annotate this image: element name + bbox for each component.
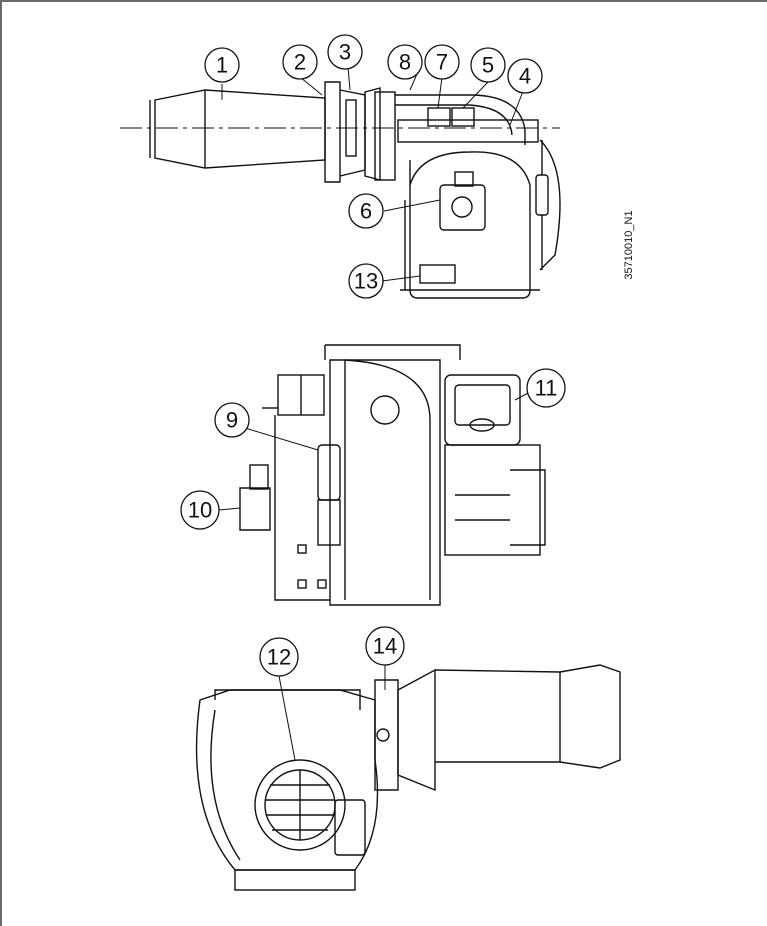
burner-housing: [329, 359, 441, 606]
hydraulic-block: [274, 415, 330, 601]
callout-3: 3: [339, 40, 351, 65]
callout-circle-1: [204, 47, 240, 83]
callout-numbers: 1 2 3 8 7 5 4 6 13 9 10 11 12 14: [188, 40, 558, 670]
callout-circle-5: [470, 47, 506, 83]
callout-circle-12: [259, 637, 299, 677]
callout-13: 13: [354, 269, 378, 294]
oil-pump: [439, 184, 486, 231]
lifting-handle: [324, 344, 461, 360]
callout-circle-8: [387, 44, 423, 80]
callout-11: 11: [535, 376, 558, 401]
fan-housing: [409, 151, 531, 299]
drawing-code: 35710010_N1: [623, 210, 635, 279]
callout-7: 7: [436, 50, 448, 75]
valve-block: [397, 119, 539, 143]
callout-circle-7: [424, 44, 460, 80]
rear-view: [195, 664, 621, 891]
mounting-flange: [324, 81, 366, 183]
callout-circle-3: [327, 34, 363, 70]
rear-flange: [374, 679, 399, 791]
motor: [444, 444, 541, 556]
callout-circle-2: [282, 44, 318, 80]
front-view: [239, 344, 546, 606]
callout-4: 4: [519, 64, 531, 89]
callout-8: 8: [399, 50, 411, 75]
filter-cylinder: [317, 444, 341, 501]
callout-10: 10: [188, 498, 212, 523]
blast-tube: [154, 89, 326, 169]
callouts: [180, 34, 566, 677]
rear-blast-tube: [434, 664, 621, 769]
callout-6: 6: [360, 199, 372, 224]
callout-circle-4: [507, 58, 543, 94]
callout-circle-6: [348, 193, 384, 229]
callout-2: 2: [294, 50, 306, 75]
callout-circle-13: [348, 263, 384, 299]
callout-9: 9: [226, 408, 238, 433]
callout-5: 5: [482, 53, 494, 78]
callout-circle-10: [180, 490, 220, 530]
callout-circle-9: [214, 402, 250, 438]
callout-circle-11: [526, 368, 566, 408]
callout-14: 14: [373, 634, 397, 659]
side-view: [120, 81, 561, 299]
air-duct: [395, 94, 526, 145]
air-intake-grille: [254, 759, 346, 851]
rating-plate: [419, 264, 456, 284]
callout-12: 12: [267, 645, 291, 670]
callout-circle-14: [365, 626, 405, 666]
callout-1: 1: [216, 53, 228, 78]
